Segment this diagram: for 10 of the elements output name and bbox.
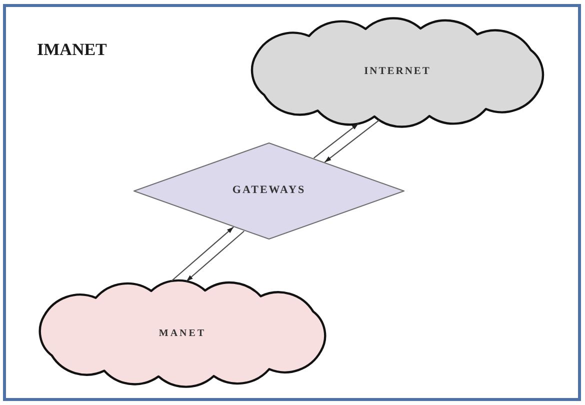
diamond-shape xyxy=(133,142,405,240)
arrow xyxy=(324,120,380,163)
cloud-label: MANET xyxy=(158,328,206,340)
frame-title: IMANET xyxy=(37,40,107,60)
arrow xyxy=(171,226,234,282)
diamond-label: GATEWAYS xyxy=(232,184,306,198)
arrow xyxy=(313,123,359,158)
arrow xyxy=(186,230,244,282)
cloud-label: INTERNET xyxy=(364,66,431,79)
diagram-frame xyxy=(3,4,581,401)
